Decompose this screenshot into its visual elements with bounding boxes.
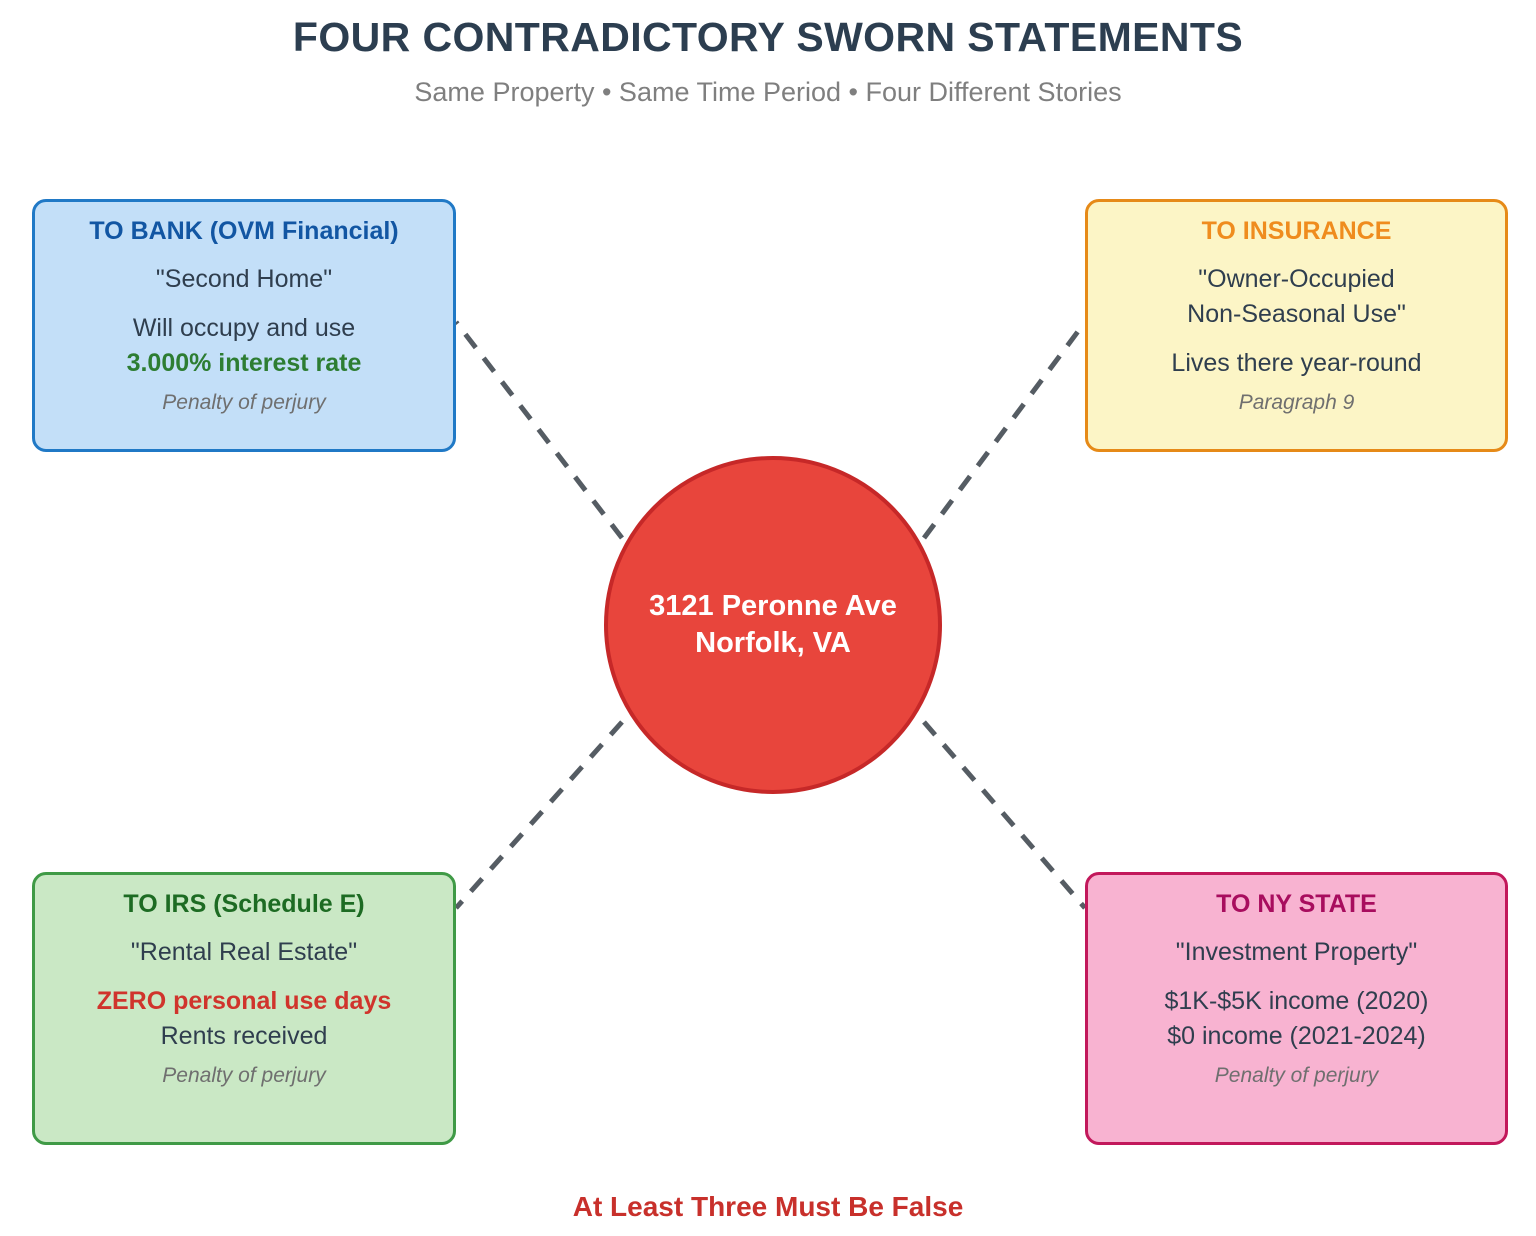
card-nystate-claim: "Investment Property" (1175, 938, 1418, 967)
card-bank-note: Penalty of perjury (162, 391, 326, 415)
card-irs-note: Penalty of perjury (162, 1064, 326, 1088)
card-nystate-detail-1: $1K-$5K income (2020) (1164, 987, 1429, 1016)
card-irs-claim: "Rental Real Estate" (130, 938, 358, 967)
card-bank-detail-1: Will occupy and use (132, 314, 356, 343)
connector-center-to-nystate (922, 720, 1087, 910)
card-nystate-detail-2: $0 income (2021-2024) (1167, 1022, 1426, 1051)
statement-card-irs[interactable]: TO IRS (Schedule E) "Rental Real Estate"… (32, 872, 456, 1145)
card-bank-claim: "Second Home" (155, 265, 333, 294)
card-irs-detail-1: ZERO personal use days (96, 987, 392, 1016)
card-insurance-detail-1: Lives there year-round (1171, 349, 1422, 378)
statement-card-insurance[interactable]: TO INSURANCE "Owner-Occupied Non-Seasona… (1085, 199, 1508, 452)
card-bank-detail-2: 3.000% interest rate (126, 349, 362, 378)
card-irs-detail-2: Rents received (160, 1022, 328, 1051)
page-subtitle: Same Property • Same Time Period • Four … (414, 77, 1122, 107)
card-insurance-claim-line-1: "Owner-Occupied (1198, 265, 1395, 294)
connector-center-to-insurance (921, 320, 1088, 540)
card-nystate-note: Penalty of perjury (1214, 1064, 1379, 1088)
statement-card-bank[interactable]: TO BANK (OVM Financial) "Second Home" Wi… (32, 199, 456, 452)
central-property-node[interactable]: 3121 Peronne Ave Norfolk, VA (604, 456, 942, 794)
card-bank-heading: TO BANK (OVM Financial) (89, 217, 399, 245)
connector-center-to-irs (454, 720, 624, 910)
connector-center-to-bank (454, 320, 624, 540)
card-insurance-claim-line-2: Non-Seasonal Use" (1187, 300, 1406, 329)
card-insurance-heading: TO INSURANCE (1201, 217, 1392, 245)
card-nystate-heading: TO NY STATE (1216, 890, 1377, 918)
page-title: FOUR CONTRADICTORY SWORN STATEMENTS (292, 14, 1244, 60)
central-address-line-2: Norfolk, VA (695, 627, 851, 659)
card-irs-heading: TO IRS (Schedule E) (123, 890, 365, 918)
central-address-line-1: 3121 Peronne Ave (649, 589, 897, 622)
statement-card-ny-state[interactable]: TO NY STATE "Investment Property" $1K-$5… (1085, 872, 1508, 1145)
card-insurance-note: Paragraph 9 (1238, 391, 1355, 415)
conclusion-text: At Least Three Must Be False (572, 1191, 964, 1222)
